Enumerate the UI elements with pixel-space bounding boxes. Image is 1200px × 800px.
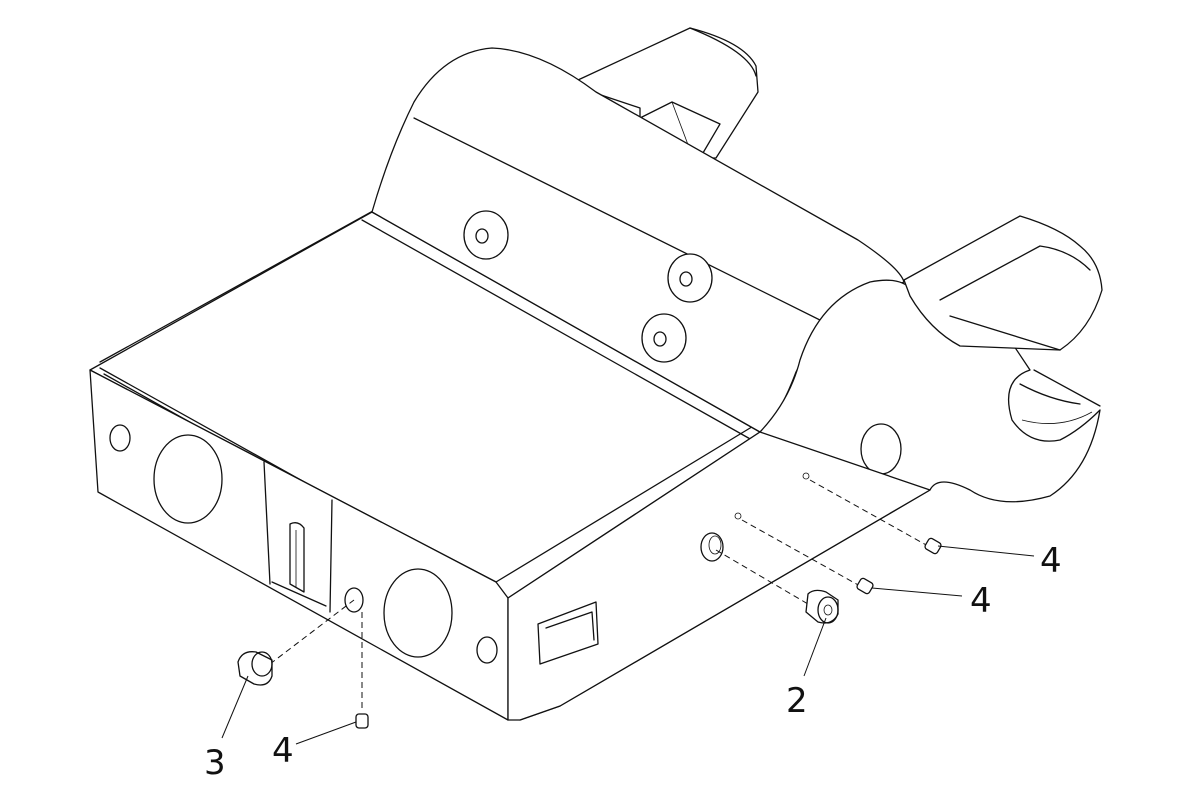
raised-hump [361,47,905,441]
callout-4-upper: 4 [1040,541,1062,581]
callout-2: 2 [786,681,808,721]
front-bore-left [153,434,223,524]
callout-4-mid: 4 [970,581,992,621]
callout-3: 3 [204,743,226,783]
part-3-plug [237,599,355,686]
front-pin-hole [344,587,364,613]
leader-lines [221,545,1035,745]
boss-lower [641,313,687,363]
part-2-bushing [715,549,839,624]
front-slot [289,522,305,593]
callout-4-lower: 4 [272,731,294,771]
front-bore-right [383,568,453,658]
leader-4-lower [295,721,357,745]
leader-2 [803,617,827,677]
boss-right [667,253,713,303]
leader-3 [221,675,249,739]
part-4-lower-pin [355,612,369,729]
leader-4-mid [871,587,963,597]
leader-4-upper [937,545,1035,557]
side-bore [700,532,724,562]
boss-upper-left [463,210,509,260]
part-4-upper-pin [809,479,942,555]
part-4-mid-pin [741,519,874,595]
block-right-face [507,431,931,721]
side-window [537,601,599,665]
